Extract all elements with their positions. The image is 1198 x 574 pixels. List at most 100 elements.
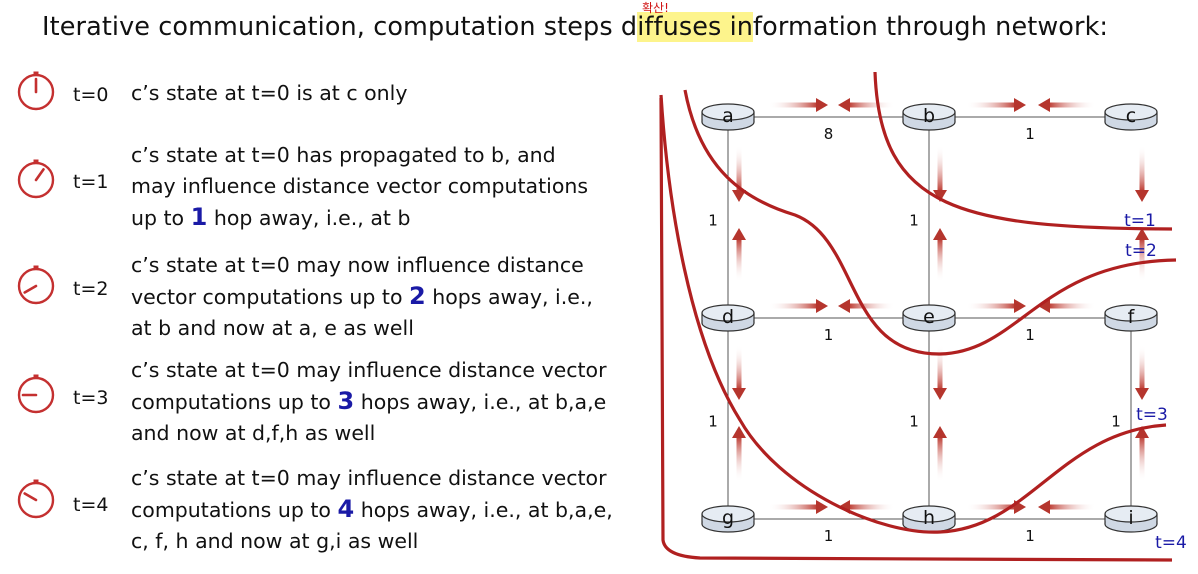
link-cost: 1 bbox=[1025, 326, 1035, 344]
router-label: h bbox=[923, 507, 935, 529]
router-c[interactable]: c bbox=[1104, 103, 1158, 131]
hop-count: 1 bbox=[190, 203, 208, 231]
timestep-label: t=1 bbox=[73, 171, 109, 193]
router-f[interactable]: f bbox=[1104, 304, 1158, 332]
link-cost: 1 bbox=[824, 527, 834, 545]
propagation-arrow bbox=[1050, 303, 1096, 309]
description-line: computations up to 3 hops away, i.e., at… bbox=[131, 386, 607, 418]
propagation-arrow bbox=[736, 345, 742, 388]
arrow-head bbox=[1135, 228, 1149, 240]
timestep-description: c’s state at t=0 is at c only bbox=[131, 78, 407, 109]
arrow-head bbox=[933, 426, 947, 438]
description-line: at b and now at a, e as well bbox=[131, 313, 593, 344]
title-highlight: iffuses in bbox=[637, 12, 754, 42]
description-line: computations up to 4 hops away, i.e., at… bbox=[131, 494, 613, 526]
timestep-description: c’s state at t=0 may influence distance … bbox=[131, 463, 613, 557]
propagation-arrow bbox=[1050, 102, 1096, 108]
clock-icon bbox=[14, 158, 58, 202]
propagation-arrow bbox=[966, 102, 1014, 108]
link-cost: 1 bbox=[708, 413, 718, 431]
arrow-head bbox=[1135, 426, 1149, 438]
router-b[interactable]: b bbox=[902, 103, 956, 131]
arrow-head bbox=[838, 98, 850, 112]
propagation-arrows bbox=[732, 98, 1149, 514]
title-post: formation through network: bbox=[753, 12, 1109, 42]
arrow-head bbox=[1014, 299, 1026, 313]
hop-count: 3 bbox=[337, 387, 355, 415]
description-text: computations up to bbox=[131, 390, 338, 414]
router-label: i bbox=[1128, 507, 1133, 529]
description-text: c’s state at t=0 may influence distance … bbox=[131, 466, 607, 490]
wavefront-t3 bbox=[659, 94, 1167, 534]
router-label: g bbox=[722, 507, 734, 529]
propagation-arrow bbox=[768, 303, 816, 309]
arrow-head bbox=[732, 426, 746, 438]
wavefront-label: t=3 bbox=[1136, 405, 1168, 425]
arrow-head bbox=[933, 228, 947, 240]
timestep-label: t=0 bbox=[73, 84, 109, 106]
arrow-head bbox=[933, 388, 947, 400]
link-cost: 1 bbox=[1025, 527, 1035, 545]
wavefront-t1 bbox=[873, 71, 1173, 231]
router-i[interactable]: i bbox=[1104, 505, 1158, 533]
arrow-head bbox=[933, 190, 947, 202]
router-label: c bbox=[1126, 105, 1136, 127]
propagation-arrow bbox=[736, 145, 742, 190]
description-text: hops away, i.e., at b,a,e bbox=[354, 390, 607, 414]
description-line: c’s state at t=0 is at c only bbox=[131, 78, 407, 109]
router-h[interactable]: h bbox=[902, 505, 956, 533]
description-line: c’s state at t=0 may influence distance … bbox=[131, 355, 607, 386]
routers: a b c d e f g h i bbox=[701, 103, 1158, 533]
router-label: a bbox=[722, 105, 734, 127]
arrow-head bbox=[816, 500, 828, 514]
router-label: e bbox=[923, 306, 935, 328]
description-text: up to bbox=[131, 206, 191, 230]
router-g[interactable]: g bbox=[701, 505, 755, 533]
arrow-head bbox=[1135, 388, 1149, 400]
description-line: may influence distance vector computatio… bbox=[131, 171, 588, 202]
arrow-head bbox=[732, 388, 746, 400]
propagation-arrow bbox=[850, 303, 895, 309]
timestep-description: c’s state at t=0 has propagated to b, an… bbox=[131, 140, 588, 234]
description-text: c’s state at t=0 may now influence dista… bbox=[131, 253, 584, 277]
propagation-arrow bbox=[850, 102, 895, 108]
arrow-head bbox=[1038, 98, 1050, 112]
router-d[interactable]: d bbox=[701, 304, 755, 332]
link-cost: 8 bbox=[824, 125, 834, 143]
description-line: and now at d,f,h as well bbox=[131, 418, 607, 449]
propagation-arrow bbox=[1139, 438, 1145, 482]
wavefront-label: t=2 bbox=[1125, 241, 1157, 261]
page-title: Iterative communication, computation ste… bbox=[42, 12, 1108, 42]
description-line: vector computations up to 2 hops away, i… bbox=[131, 281, 593, 313]
propagation-arrow bbox=[1139, 345, 1145, 388]
description-line: up to 1 hop away, i.e., at b bbox=[131, 202, 588, 234]
description-text: c, f, h and now at g,i as well bbox=[131, 529, 419, 553]
propagation-arrow bbox=[768, 504, 816, 510]
timestep-description: c’s state at t=0 may now influence dista… bbox=[131, 250, 593, 344]
router-a[interactable]: a bbox=[701, 103, 755, 131]
description-text: and now at d,f,h as well bbox=[131, 421, 376, 445]
description-text: computations up to bbox=[131, 498, 338, 522]
hop-count: 4 bbox=[337, 495, 355, 523]
description-text: c’s state at t=0 may influence distance … bbox=[131, 358, 607, 382]
propagation-arrow bbox=[1139, 145, 1145, 190]
arrow-head bbox=[732, 190, 746, 202]
description-text: c’s state at t=0 has propagated to b, an… bbox=[131, 143, 556, 167]
propagation-arrow bbox=[1050, 504, 1096, 510]
link-cost: 1 bbox=[824, 326, 834, 344]
description-line: c’s state at t=0 may now influence dista… bbox=[131, 250, 593, 281]
timestep-description: c’s state at t=0 may influence distance … bbox=[131, 355, 607, 449]
description-line: c, f, h and now at g,i as well bbox=[131, 526, 613, 557]
propagation-arrow bbox=[937, 345, 943, 388]
router-e[interactable]: e bbox=[902, 304, 956, 332]
link-cost: 1 bbox=[909, 413, 919, 431]
arrow-head bbox=[1014, 98, 1026, 112]
wavefront-t2 bbox=[683, 89, 1177, 356]
wavefront-label: t=1 bbox=[1124, 211, 1156, 231]
router-label: d bbox=[722, 306, 734, 328]
description-text: hops away, i.e., bbox=[425, 285, 593, 309]
description-text: hops away, i.e., at b,a,e, bbox=[354, 498, 613, 522]
hop-count: 2 bbox=[409, 282, 426, 310]
wavefront-label: t=4 bbox=[1155, 533, 1187, 553]
router-label: f bbox=[1128, 306, 1136, 328]
